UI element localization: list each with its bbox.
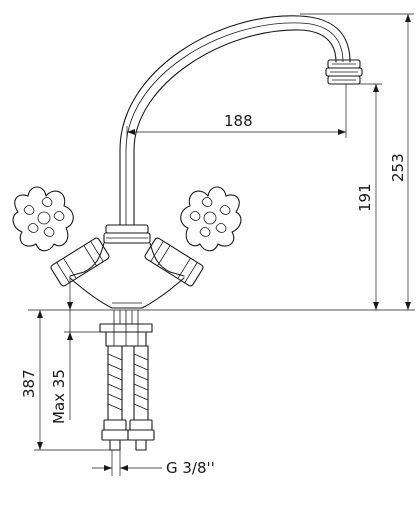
aerator <box>325 59 363 85</box>
mounting-assembly <box>99 310 153 347</box>
dimension-spout-reach: 188 <box>126 84 347 138</box>
dimension-spout-height: 191 <box>346 83 382 310</box>
dimension-hose-length-label: 387 <box>20 369 38 398</box>
dimension-thread-label: G 3/8'' <box>166 459 215 477</box>
dimension-hose-length: 387 <box>20 310 112 451</box>
left-cross-handle <box>12 186 74 252</box>
right-cross-handle <box>180 186 242 252</box>
right-flex-hose <box>127 345 155 451</box>
dimension-total-height-label: 253 <box>389 153 407 182</box>
left-flex-hose <box>101 345 129 451</box>
dimension-thread: G 3/8'' <box>92 450 215 477</box>
left-valve <box>50 237 110 287</box>
dimension-max-deck: Max 35 <box>50 276 104 424</box>
faucet-body <box>69 224 185 309</box>
dimension-total-height: 253 <box>300 13 414 310</box>
dimension-spout-reach-label: 188 <box>224 112 253 130</box>
spout <box>119 15 363 226</box>
dimension-spout-height-label: 191 <box>356 183 374 212</box>
dimension-max-deck-label: Max 35 <box>50 369 68 424</box>
right-valve <box>144 237 204 287</box>
